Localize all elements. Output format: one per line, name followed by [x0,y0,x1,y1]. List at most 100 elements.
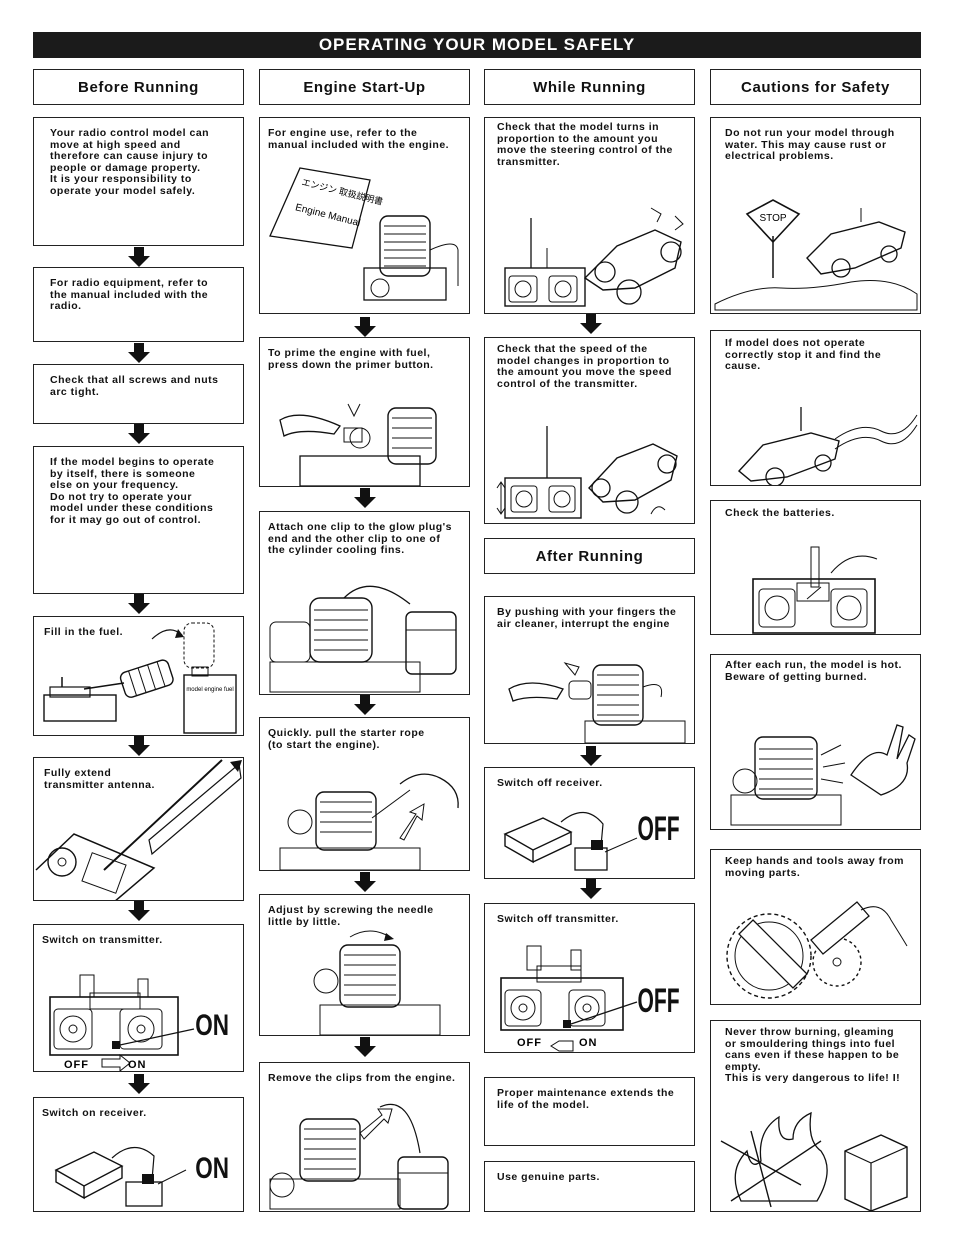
step-engine-manual: For engine use, refer to the manual incl… [259,117,470,314]
starter-illustration [279,773,459,870]
note-maintenance: Proper maintenance extends the life of t… [484,1077,695,1146]
down-arrow-icon [580,746,602,766]
step-adjust-needle: Adjust by screwing the needle little by … [259,894,470,1036]
down-arrow-icon [128,343,150,363]
note-genuine-parts: Use genuine parts. [484,1161,695,1212]
caution-text: After each run, the model is hot. Beware… [725,659,902,683]
stop-sign-label: STOP [759,213,786,224]
step-extend-antenna: Fully extend transmitter antenna. [33,757,244,901]
step-text: Check that the speed of the model change… [497,343,672,390]
down-arrow-icon [128,594,150,614]
down-arrow-icon [128,901,150,921]
step-text: Attach one clip to the glow plug's end a… [268,521,452,557]
step-text: Adjust by screwing the needle little by … [268,904,434,928]
step-radio-manual: For radio equipment, refer to the manual… [33,267,244,342]
transmitter-off-illustration: OFF ON OFF [500,945,680,1052]
down-arrow-icon [354,695,376,715]
off-label: OFF [64,1059,89,1071]
step-switch-off-transmitter: Switch off transmitter. OFF ON OFF [484,903,695,1053]
engine-manual-illustration: エンジン 取扱説明書 Engine Manual [269,167,459,301]
step-text: Remove the clips from the engine. [268,1072,456,1084]
caution-text: Never throw burning, gleaming or smoulde… [725,1026,901,1085]
step-text: If the model begins to operate by itself… [50,456,215,526]
caution-text: Keep hands and tools away from moving pa… [725,855,904,879]
caution-text: If model does not operate correctly stop… [725,337,882,373]
step-text: Fill in the fuel. [44,626,124,638]
step-text: Switch off transmitter. [497,913,619,925]
step-text: For radio equipment, refer to the manual… [50,277,209,313]
antenna-illustration [35,759,242,900]
step-remove-clips: Remove the clips from the engine. [259,1062,470,1212]
caution-fuel-cans: Never throw burning, gleaming or smoulde… [710,1020,921,1212]
page-title: OPERATING YOUR MODEL SAFELY [33,32,921,58]
stopped-car-illustration [737,407,918,485]
step-check-screws: Check that all screws and nuts arc tight… [33,364,244,424]
step-switch-on-receiver: Switch on receiver. ON [33,1097,244,1212]
down-arrow-icon [128,1074,150,1094]
receiver-off-illustration: OFF [503,809,680,871]
step-switch-off-receiver: Switch off receiver. OFF [484,767,695,879]
down-arrow-icon [580,314,602,334]
heading-after-running: After Running [484,538,695,574]
step-text: Check that the model turns in proportion… [497,121,673,168]
receiver-on-illustration: ON [54,1146,229,1207]
step-text: Quickly. pull the starter rope (to start… [268,727,425,751]
step-text: By pushing with your fingers the air cle… [497,606,677,630]
step-check-steering: Check that the model turns in proportion… [484,117,695,314]
off-sign: OFF [638,981,680,1019]
on-label: ON [128,1059,147,1071]
caution-check-batteries: Check the batteries. [710,500,921,635]
down-arrow-icon [354,1037,376,1057]
hot-engine-illustration [730,724,916,826]
note-text: Use genuine parts. [497,1171,600,1183]
heading-before-running: Before Running [33,69,244,105]
step-text: Fully extend transmitter antenna. [44,767,155,791]
caution-text: Do not run your model through water. Thi… [725,127,895,163]
step-text: To prime the engine with fuel, press dow… [268,347,434,371]
step-text: Switch on transmitter. [42,934,163,946]
down-arrow-icon [354,488,376,508]
air-cleaner-illustration [508,662,686,743]
glow-clip-illustration [269,585,457,693]
heading-while-running: While Running [484,69,695,105]
down-arrow-icon [128,736,150,756]
off-sign: OFF [638,809,680,847]
step-check-speed: Check that the speed of the model change… [484,337,695,524]
on-sign: ON [195,1151,229,1185]
heading-engine-start-up: Engine Start-Up [259,69,470,105]
gears-illustration [726,901,908,999]
battery-check-illustration [752,546,878,634]
remove-clips-illustration [269,1103,449,1210]
off-label: OFF [517,1037,542,1049]
step-text: Switch off receiver. [497,777,603,789]
steering-illustration [504,207,684,307]
step-prime-engine: To prime the engine with fuel, press dow… [259,337,470,487]
fuel-can-label: model engine fuel [186,687,233,693]
step-frequency-warning: If the model begins to operate by itself… [33,446,244,594]
fuel-bottle-illustration: model engine fuel [43,622,237,734]
step-text: For engine use, refer to the manual incl… [268,127,450,151]
on-label: ON [579,1037,598,1049]
caution-hot-model: After each run, the model is hot. Beware… [710,654,921,830]
down-arrow-icon [128,247,150,267]
burning-illustration [720,1111,908,1211]
needle-illustration [313,930,441,1035]
down-arrow-icon [354,317,376,337]
caution-stop-model: If model does not operate correctly stop… [710,330,921,486]
speed-illustration [496,426,678,519]
step-fill-fuel: Fill in the fuel. model engine fuel [33,616,244,736]
note-text: Proper maintenance extends the life of t… [497,1087,675,1111]
down-arrow-icon [354,872,376,892]
transmitter-on-illustration: OFF ON ON [49,974,229,1071]
caution-text: Check the batteries. [725,507,835,519]
stop-sign-car-illustration: STOP [714,199,918,311]
step-attach-clips: Attach one clip to the glow plug's end a… [259,511,470,695]
on-sign: ON [195,1008,229,1042]
step-interrupt-engine: By pushing with your fingers the air cle… [484,596,695,744]
primer-illustration [279,403,437,486]
step-pull-starter: Quickly. pull the starter rope (to start… [259,717,470,871]
caution-water: Do not run your model through water. Thi… [710,117,921,314]
step-switch-on-transmitter: Switch on transmitter. OFF ON ON [33,924,244,1072]
down-arrow-icon [580,879,602,899]
caution-moving-parts: Keep hands and tools away from moving pa… [710,849,921,1005]
